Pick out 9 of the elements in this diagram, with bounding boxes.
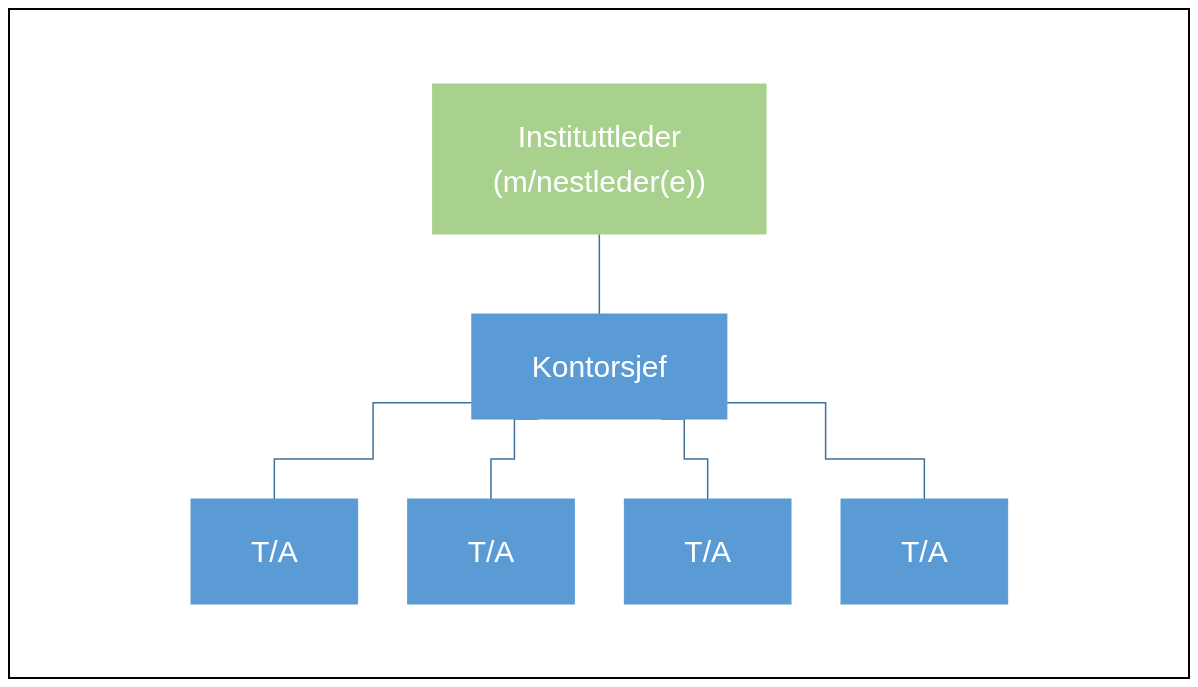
connector xyxy=(598,232,600,315)
connector xyxy=(273,401,473,500)
node-box: T/A xyxy=(406,498,575,604)
node-box: T/A xyxy=(840,498,1008,604)
node-box: T/A xyxy=(190,498,358,604)
connector xyxy=(725,401,925,500)
node-box: Kontorsjef xyxy=(470,313,728,419)
node-box: T/A xyxy=(623,498,792,604)
node-box: Instituttleder (m/nestleder(e)) xyxy=(431,83,767,234)
